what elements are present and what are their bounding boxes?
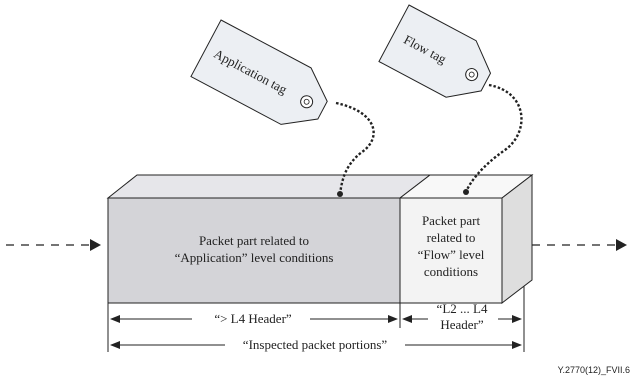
flow-box-side (501, 173, 533, 305)
inspected-portions-dimension: “Inspected packet portions” (110, 337, 522, 353)
application-box-front (107, 197, 401, 304)
above-l4-header-dimension: “> L4 Header” (110, 311, 398, 327)
application-tag-shape (190, 19, 328, 125)
flow-packet-box (398, 173, 534, 305)
inspected-portions-label: “Inspected packet portions” (243, 337, 388, 352)
flow-box-label-line1: Packet part (422, 213, 481, 228)
l2-l4-header-label-line2: Header” (440, 317, 484, 332)
above-l4-header-label: “> L4 Header” (214, 311, 292, 326)
flow-tag-eyelet (465, 68, 479, 82)
application-box-label-line2: “Application” level conditions (175, 250, 334, 265)
l2-l4-header-dimension: “L2 ... L4 Header” (402, 301, 522, 333)
incoming-flow-arrow (6, 239, 101, 251)
figure-id: Y.2770(12)_FVII.6 (558, 365, 630, 375)
application-tag-string (335, 101, 375, 197)
flow-box-label-line4: conditions (424, 264, 478, 279)
flow-box-label-line2: related to (427, 230, 476, 245)
outgoing-flow-arrow (532, 239, 627, 251)
application-box-top (106, 174, 432, 199)
flow-tag-string (463, 83, 523, 195)
flow-box-label-line3: “Flow” level (418, 247, 485, 262)
application-tag-eyelet (300, 95, 314, 109)
l2-l4-header-label-line1: “L2 ... L4 (437, 301, 488, 316)
application-tag: Application tag (190, 19, 328, 125)
flow-box-front (399, 197, 503, 304)
application-box-label-line1: Packet part related to (199, 233, 309, 248)
flow-tag: Flow tag (378, 4, 492, 98)
dimension-extension-lines (107, 286, 525, 352)
application-packet-box (106, 174, 432, 304)
flow-tag-shape (378, 4, 492, 98)
